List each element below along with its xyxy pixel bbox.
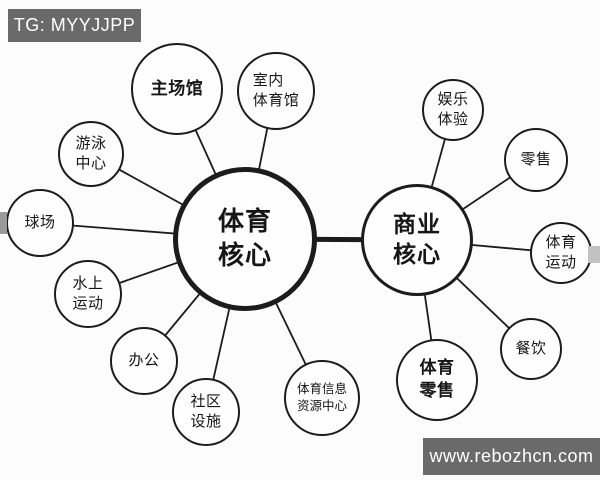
node-swimming-center: 游泳 中心 <box>58 121 124 187</box>
node-office: 办公 <box>110 327 178 395</box>
node-sports-retail: 体育 零售 <box>396 339 478 421</box>
node-indoor-gym: 室内 体育馆 <box>237 52 315 130</box>
node-sports-core: 体育 核心 <box>173 167 317 311</box>
watermark-top-left: TG: MYYJJPP <box>8 9 141 42</box>
node-entertainment-experience: 娱乐 体验 <box>422 79 484 141</box>
node-sports-info-center: 体育信息 资源中心 <box>284 360 360 436</box>
node-retail: 零售 <box>504 128 568 192</box>
right-edge-artifact <box>588 246 600 263</box>
node-sports-activity: 体育 运动 <box>530 222 592 284</box>
node-courts: 球场 <box>6 189 74 257</box>
node-business-core: 商业 核心 <box>361 184 473 296</box>
left-edge-artifact <box>0 212 7 234</box>
node-dining: 餐饮 <box>500 318 562 380</box>
node-community-facilities: 社区 设施 <box>172 378 240 446</box>
watermark-bottom-right: www.rebozhcn.com <box>423 438 600 475</box>
node-main-stadium: 主场馆 <box>131 43 223 135</box>
node-water-sports: 水上 运动 <box>54 260 122 328</box>
